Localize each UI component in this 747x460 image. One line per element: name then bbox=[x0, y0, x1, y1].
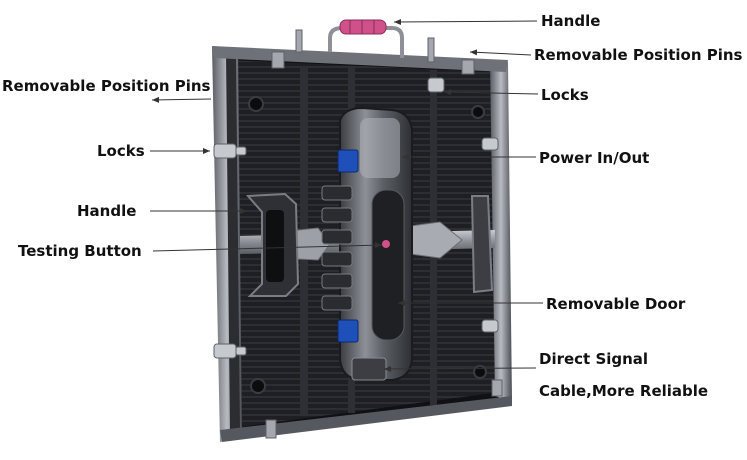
position-pins-illustration bbox=[265, 29, 503, 439]
top-handle-illustration bbox=[328, 19, 404, 58]
label-locks-right: Locks bbox=[541, 86, 589, 104]
label-removable-door: Removable Door bbox=[546, 295, 686, 313]
locks-illustration bbox=[213, 77, 499, 359]
label-handle-left: Handle bbox=[77, 202, 137, 220]
leader-arrows bbox=[150, 18, 543, 372]
testing-button-icon bbox=[382, 240, 390, 248]
label-handle-top: Handle bbox=[541, 12, 601, 30]
handle-grip-icon bbox=[339, 19, 387, 35]
power-connector-icon bbox=[337, 149, 359, 173]
label-removable-position-pins-right: Removable Position Pins bbox=[534, 46, 743, 64]
label-direct-signal-line1: Direct Signal bbox=[539, 350, 649, 368]
signal-connector-icon bbox=[337, 319, 359, 343]
label-testing-button: Testing Button bbox=[18, 242, 142, 260]
right-handle-illustration bbox=[470, 195, 494, 294]
label-power-in-out: Power In/Out bbox=[539, 149, 650, 167]
label-direct-signal-line2: Cable,More Reliable bbox=[539, 382, 709, 400]
label-removable-position-pins-left: Removable Position Pins bbox=[2, 77, 211, 95]
side-handle-illustration bbox=[245, 192, 300, 297]
label-locks-left: Locks bbox=[97, 142, 145, 160]
